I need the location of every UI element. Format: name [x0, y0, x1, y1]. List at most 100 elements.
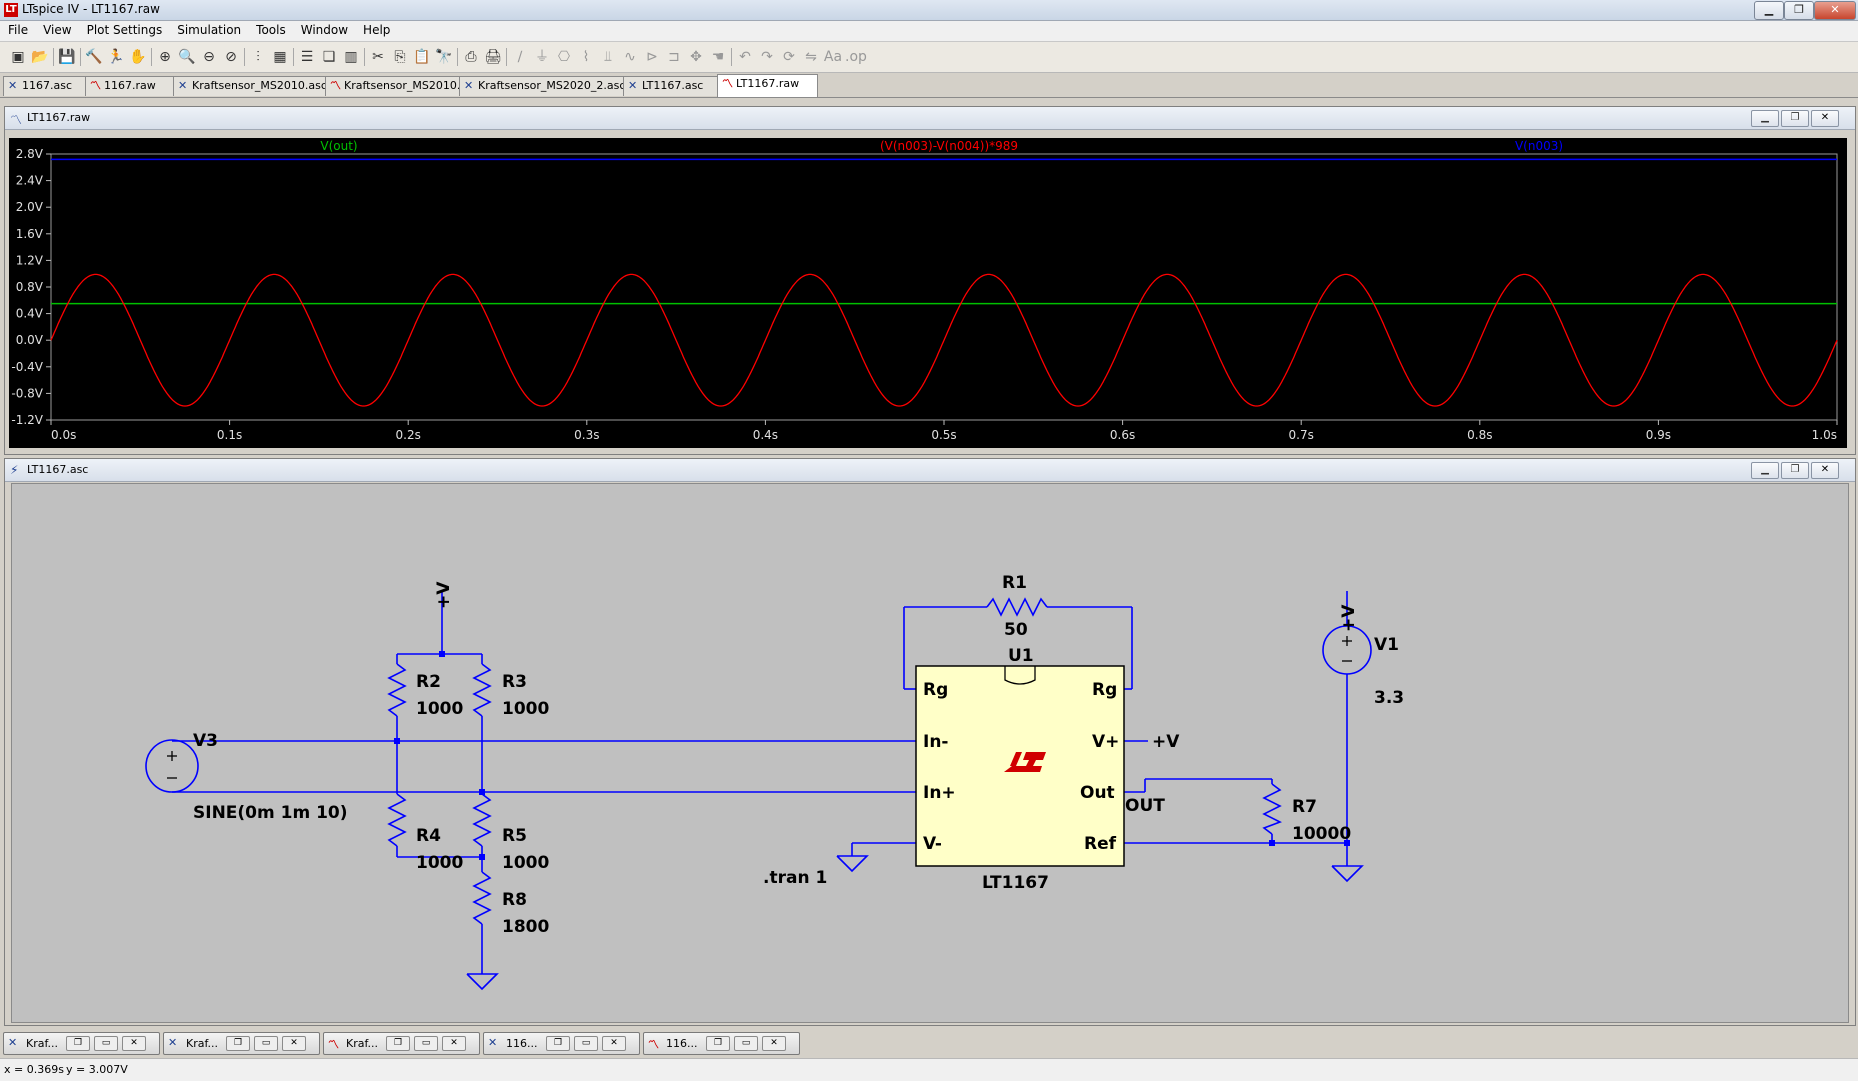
minimized-window[interactable]: 〽116...❐▭✕	[643, 1032, 800, 1055]
zoom-in-icon[interactable]: ⊕	[159, 49, 171, 65]
tile-vertical-icon[interactable]: ▥	[344, 49, 358, 65]
mirror-icon[interactable]: ⇋	[805, 49, 817, 65]
waveform-close-button[interactable]: ✕	[1811, 110, 1839, 127]
menu-help[interactable]: Help	[363, 23, 391, 37]
open-icon[interactable]: 📂	[31, 49, 49, 65]
minimized-maximize-button[interactable]: ▭	[734, 1036, 758, 1051]
text-icon[interactable]: Aa	[823, 49, 843, 65]
zoom-box-icon[interactable]: 🔍	[178, 49, 196, 65]
menu-simulation[interactable]: Simulation	[177, 23, 242, 37]
resistor-icon[interactable]: ⌇	[582, 49, 590, 65]
schematic-drawing[interactable]: +V R2 1000 R3 1000 R4 1000 R5 1000 R8 18…	[12, 484, 1848, 1022]
drag-icon[interactable]: ☚	[711, 49, 725, 65]
component-icon[interactable]: ⊐	[668, 49, 680, 65]
undo-icon[interactable]: ↶	[739, 49, 751, 65]
trace-label[interactable]: V(n003)	[1515, 139, 1563, 153]
print-icon[interactable]: 🖨	[484, 49, 502, 65]
title-bar: LT LTspice IV - LT1167.raw ▁ ❐ ✕	[0, 0, 1858, 21]
menu-view[interactable]: View	[43, 23, 72, 37]
spice-directive-icon[interactable]: .op	[845, 49, 867, 65]
pin-in-minus: In-	[923, 732, 948, 752]
minimized-restore-button[interactable]: ❐	[226, 1036, 250, 1051]
doc-tab-label: 1167.asc	[22, 79, 73, 92]
doc-tab[interactable]: ✕Kraftsensor_MS2020_2.asc	[459, 76, 630, 96]
redo-icon[interactable]: ↷	[761, 49, 773, 65]
schematic-minimize-button[interactable]: ▁	[1751, 462, 1779, 479]
ground-icon[interactable]: ⏚	[535, 49, 549, 65]
minimized-close-button[interactable]: ✕	[762, 1036, 786, 1051]
menu-tools[interactable]: Tools	[256, 23, 286, 37]
minimized-window[interactable]: 〽Kraf...❐▭✕	[323, 1032, 480, 1055]
minimize-button[interactable]: ▁	[1754, 1, 1784, 20]
label-icon[interactable]: ⎔	[557, 49, 571, 65]
move-icon[interactable]: ✥	[690, 49, 702, 65]
minimized-maximize-button[interactable]: ▭	[574, 1036, 598, 1051]
trace-label[interactable]: (V(n003)-V(n004))*989	[880, 139, 1018, 153]
new-schematic-icon[interactable]: ▣	[11, 49, 25, 65]
trace-label[interactable]: V(out)	[320, 139, 357, 153]
toolbar: ▣ 📂 💾 🔨🏃✋ ⊕ 🔍 ⊖ ⊘ ⫶ ▦ ☰ ❏ ▥ ✂ ⎘ 📋🔭 ⎙ 🖨 ∕ ⏚ ⎔ ⌇ ⫫ ∿ ⊳ ⊐ ✥ ☚ ↶ ↷ ⟳ ⇋ Aa.op	[0, 42, 1858, 73]
minimized-window[interactable]: ✕116...❐▭✕	[483, 1032, 640, 1055]
minimized-maximize-button[interactable]: ▭	[94, 1036, 118, 1051]
cut-icon[interactable]: ✂	[372, 49, 384, 65]
label-u1: U1	[1008, 646, 1034, 666]
spice-directive-tran[interactable]: .tran 1	[763, 868, 827, 888]
cascade-icon[interactable]: ❏	[322, 49, 336, 65]
minimized-close-button[interactable]: ✕	[442, 1036, 466, 1051]
copy-icon[interactable]: ⎘	[394, 49, 406, 65]
rotate-icon[interactable]: ⟳	[783, 49, 795, 65]
find-icon[interactable]: 🔭	[435, 49, 453, 65]
diode-icon[interactable]: ⊳	[646, 49, 658, 65]
schematic-window-titlebar[interactable]: ⚡ LT1167.asc ▁ ❐ ✕	[5, 459, 1855, 482]
pan-icon[interactable]: ✋	[129, 49, 147, 65]
minimized-close-button[interactable]: ✕	[602, 1036, 626, 1051]
inductor-icon[interactable]: ∿	[624, 49, 636, 65]
y-tick-label: 1.2V	[16, 253, 44, 267]
doc-tab[interactable]: 〽1167.raw	[85, 76, 180, 96]
minimized-window[interactable]: ✕Kraf...❐▭✕	[3, 1032, 160, 1055]
zoom-out-icon[interactable]: ⊖	[203, 49, 215, 65]
minimized-close-button[interactable]: ✕	[282, 1036, 306, 1051]
waveform-minimize-button[interactable]: ▁	[1751, 110, 1779, 127]
print-setup-icon[interactable]: ⎙	[465, 49, 477, 65]
run-icon[interactable]: 🏃	[107, 49, 125, 65]
menu-window[interactable]: Window	[300, 23, 349, 37]
minimized-window[interactable]: ✕Kraf...❐▭✕	[163, 1032, 320, 1055]
doc-tab[interactable]: ✕LT1167.asc	[623, 76, 724, 96]
doc-tab[interactable]: 〽LT1167.raw	[717, 74, 818, 97]
minimized-restore-button[interactable]: ❐	[706, 1036, 730, 1051]
minimized-restore-button[interactable]: ❐	[386, 1036, 410, 1051]
schematic-close-button[interactable]: ✕	[1811, 462, 1839, 479]
control-panel-icon[interactable]: 🔨	[85, 49, 103, 65]
autorange-icon[interactable]: ⫶	[256, 49, 260, 65]
schematic-canvas[interactable]: +V R2 1000 R3 1000 R4 1000 R5 1000 R8 18…	[11, 483, 1849, 1023]
doc-tab[interactable]: ✕1167.asc	[3, 76, 92, 96]
save-icon[interactable]: 💾	[58, 49, 76, 65]
minimized-close-button[interactable]: ✕	[122, 1036, 146, 1051]
paste-icon[interactable]: 📋	[413, 49, 431, 65]
maximize-button[interactable]: ❐	[1784, 1, 1814, 20]
wire-icon[interactable]: ∕	[517, 49, 523, 65]
x-tick-label: 0.9s	[1646, 428, 1671, 442]
schematic-window-title: LT1167.asc	[27, 463, 89, 476]
doc-tab[interactable]: ✕Kraftsensor_MS2010.asc	[173, 76, 332, 96]
minimized-restore-button[interactable]: ❐	[546, 1036, 570, 1051]
zoom-cancel-icon[interactable]: ⊘	[225, 49, 237, 65]
minimized-maximize-button[interactable]: ▭	[254, 1036, 278, 1051]
schematic-restore-button[interactable]: ❐	[1781, 462, 1809, 479]
trace-differential[interactable]	[50, 273, 1838, 407]
minimized-window-label: Kraf...	[26, 1037, 59, 1050]
grid-icon[interactable]: ▦	[273, 49, 287, 65]
waveform-plot[interactable]: 2.8V2.4V2.0V1.6V1.2V0.8V0.4V0.0V-0.4V-0.…	[9, 138, 1847, 448]
menu-plot-settings[interactable]: Plot Settings	[86, 23, 163, 37]
minimized-restore-button[interactable]: ❐	[66, 1036, 90, 1051]
tile-horizontal-icon[interactable]: ☰	[300, 49, 314, 65]
minimized-maximize-button[interactable]: ▭	[414, 1036, 438, 1051]
doc-tab[interactable]: 〽Kraftsensor_MS2010.raw	[325, 76, 466, 96]
menu-file[interactable]: File	[8, 23, 29, 37]
close-button[interactable]: ✕	[1814, 1, 1856, 20]
waveform-window-titlebar[interactable]: 〽 LT1167.raw ▁ ❐ ✕	[5, 107, 1855, 130]
waveform-restore-button[interactable]: ❐	[1781, 110, 1809, 127]
capacitor-icon[interactable]: ⫫	[604, 49, 612, 65]
